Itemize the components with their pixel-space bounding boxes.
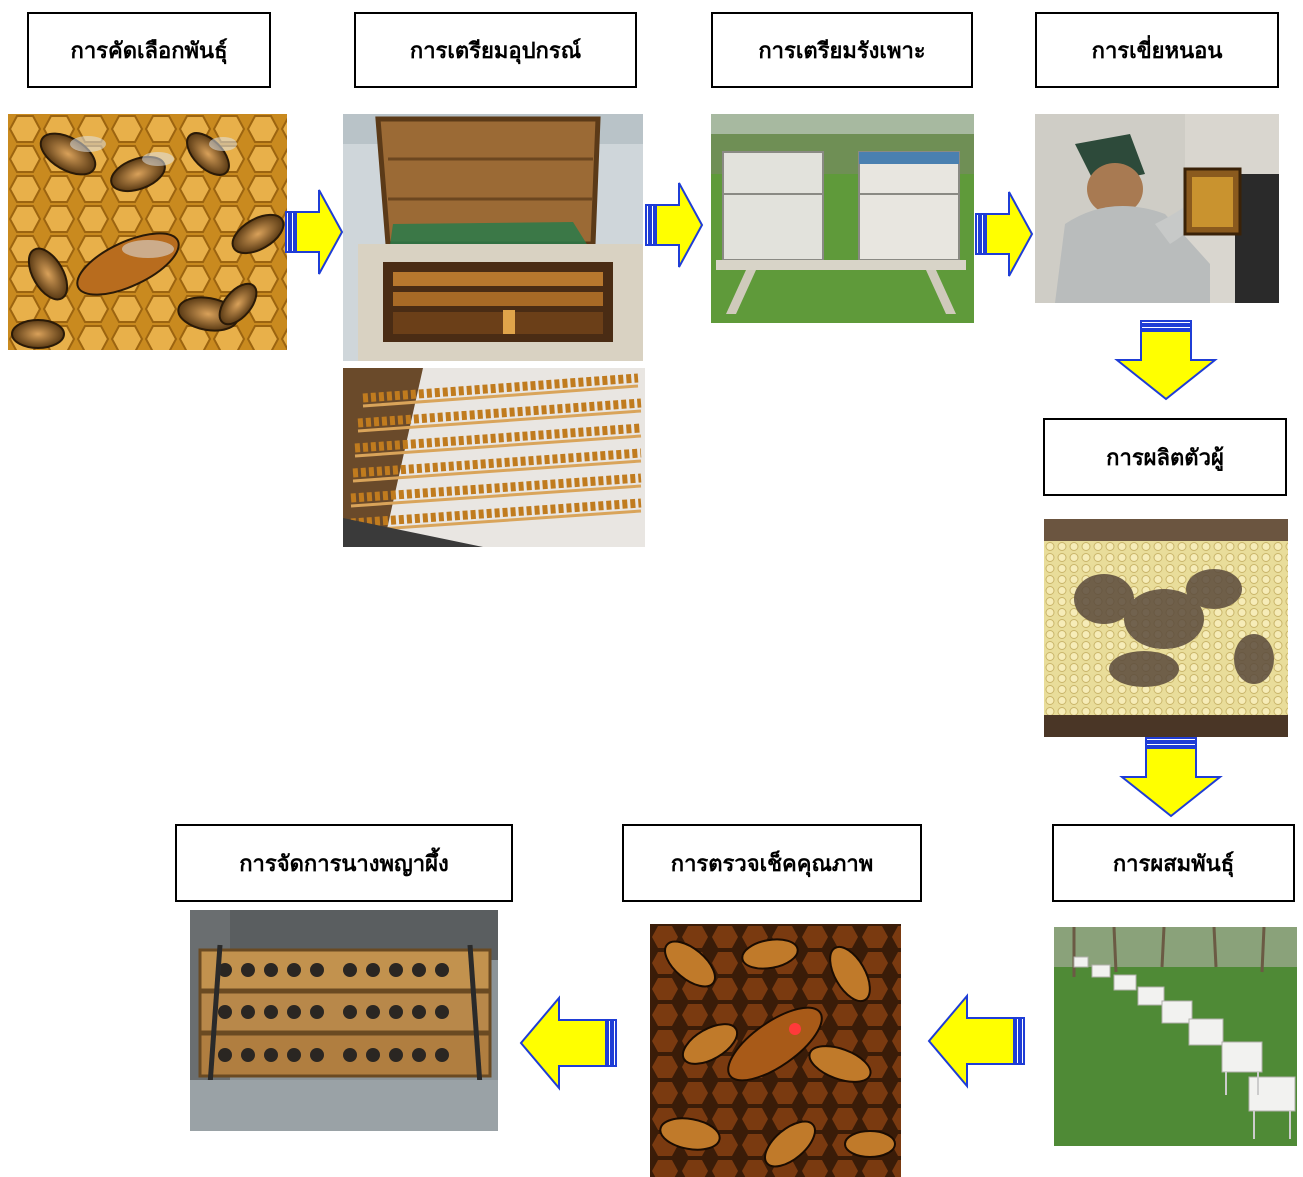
left-arrow-icon [519,995,617,1091]
step-label-breeding-hive: การเตรียมรังเพาะ [758,38,926,64]
right-arrow-icon [285,188,344,276]
step-label-mating: การผสมพันธุ์ [1112,851,1235,877]
step-label-queen-management: การจัดการนางพญาผึ้ง [239,851,449,877]
photo-hive-boxes-on-stand [711,114,974,323]
photo-queen-cage-racks [190,910,498,1131]
photo-open-hive-box [343,114,643,361]
photo-honeybees-on-comb [8,114,287,350]
step-box-selection: การคัดเลือกพันธุ์ [27,12,271,88]
down-arrow-icon [1114,320,1218,401]
photo-beekeeper-grafting [1035,114,1279,303]
step-box-queen-management: การจัดการนางพญาผึ้ง [175,824,513,902]
step-box-quality-check: การตรวจเช็คคุณภาพ [622,824,922,902]
step-label-drone-production: การผลิตตัวผู้ [1106,445,1224,471]
step-box-equipment: การเตรียมอุปกรณ์ [354,12,637,88]
step-box-drone-production: การผลิตตัวผู้ [1043,418,1287,496]
down-arrow-icon [1119,737,1223,818]
step-box-breeding-hive: การเตรียมรังเพาะ [711,12,973,88]
step-label-equipment: การเตรียมอุปกรณ์ [409,38,582,64]
photo-drone-comb-frame [1044,519,1288,737]
right-arrow-icon [645,181,704,269]
photo-queen-cell-bars [343,368,645,547]
step-label-selection: การคัดเลือกพันธุ์ [70,38,228,64]
photo-mating-hives-row [1054,927,1297,1146]
left-arrow-icon [927,993,1025,1089]
step-box-mating: การผสมพันธุ์ [1052,824,1295,902]
step-label-quality-check: การตรวจเช็คคุณภาพ [670,851,874,877]
photo-marked-queen [650,924,901,1177]
step-box-grafting: การเขี่ยหนอน [1035,12,1279,88]
step-label-grafting: การเขี่ยหนอน [1091,38,1223,64]
right-arrow-icon [975,190,1034,278]
